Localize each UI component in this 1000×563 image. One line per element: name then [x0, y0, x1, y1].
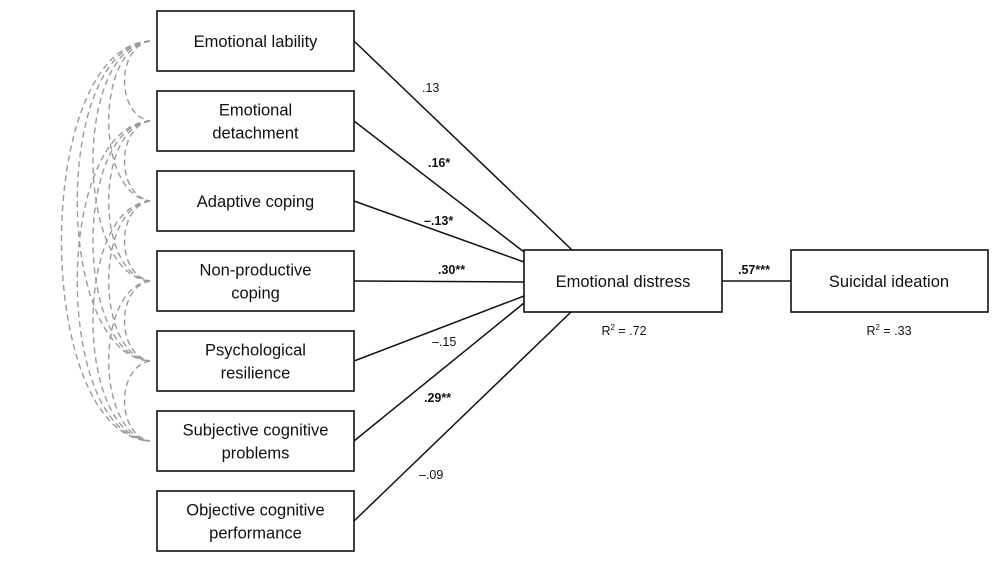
outcome-node: Suicidal ideation [790, 249, 989, 313]
predictor-box-objective-cognitive-performance [156, 490, 355, 552]
predictor-label-line: Objective cognitive [186, 502, 325, 520]
covariance-arc [92, 40, 151, 282]
covariance-arc [60, 40, 151, 442]
covariance-arc [108, 40, 151, 202]
path-non-productive-coping-to-mediator [353, 280, 525, 283]
covariance-arc [76, 120, 151, 442]
predictor-label-line: detachment [212, 125, 299, 143]
predictor-label-line: Subjective cognitive [183, 422, 329, 440]
predictor-label-emotional-detachment: Emotional detachment [212, 102, 299, 143]
predictor-box-psychological-resilience [156, 330, 355, 392]
path-emotional-lability-to-mediator [353, 40, 573, 251]
covariance-arc [76, 40, 151, 362]
coef-objective-cognitive-performance: –.09 [419, 468, 443, 482]
covariance-arcs [60, 40, 151, 442]
predictor-node-psychological-resilience: Psychological resilience [156, 330, 355, 392]
mediator-box [523, 249, 723, 313]
coef-adaptive-coping: –.13* [424, 214, 453, 228]
mediator-r-squared: R2 = .72 [601, 323, 646, 338]
coef-non-productive-coping: .30** [438, 263, 465, 277]
predictor-label-subjective-cognitive-problems: Subjective cognitive problems [183, 422, 329, 463]
predictor-label-line: problems [222, 445, 290, 463]
path-adaptive-coping-to-mediator [353, 200, 525, 263]
path-psychological-resilience-to-mediator [353, 295, 525, 362]
covariance-arc [92, 120, 151, 362]
mediator-node: Emotional distress [523, 249, 723, 313]
predictor-box-emotional-lability [156, 10, 355, 72]
predictor-node-objective-cognitive-performance: Objective cognitive performance [156, 490, 355, 552]
coef-emotional-detachment: .16* [428, 156, 450, 170]
outcome-label: Suicidal ideation [829, 273, 949, 291]
predictor-box-adaptive-coping [156, 170, 355, 232]
predictor-label-adaptive-coping: Adaptive coping [197, 193, 314, 211]
predictor-node-subjective-cognitive-problems: Subjective cognitive problems [156, 410, 355, 472]
covariance-arc [92, 200, 151, 442]
predictor-label-line: Emotional [219, 102, 292, 120]
predictor-label-line: resilience [221, 365, 291, 383]
coef-psychological-resilience: –.15 [432, 335, 456, 349]
outcome-box [790, 249, 989, 313]
predictor-node-emotional-lability: Emotional lability [156, 10, 355, 72]
predictor-node-emotional-detachment: Emotional detachment [156, 90, 355, 152]
predictor-node-adaptive-coping: Adaptive coping [156, 170, 355, 232]
coef-mediator-to-outcome: .57*** [738, 263, 770, 277]
coef-emotional-lability: .13 [422, 81, 439, 95]
path-objective-cognitive-performance-to-mediator [353, 311, 572, 522]
predictor-label-line: Adaptive coping [197, 193, 314, 211]
predictor-node-non-productive-coping: Non-productive coping [156, 250, 355, 312]
predictor-label-psychological-resilience: Psychological resilience [205, 342, 306, 383]
predictor-label-objective-cognitive-performance: Objective cognitive performance [186, 502, 325, 543]
covariance-arc [123, 360, 151, 442]
predictor-label-line: performance [209, 525, 302, 543]
coef-subjective-cognitive-problems: .29** [424, 391, 451, 405]
predictor-label-emotional-lability: Emotional lability [194, 33, 319, 51]
mediator-label: Emotional distress [556, 273, 691, 291]
covariance-arc [108, 120, 151, 282]
covariance-arc [123, 200, 151, 282]
covariance-arc [108, 280, 151, 442]
covariance-arc [123, 120, 151, 202]
covariance-arc [123, 280, 151, 362]
regression-paths: .13 .16* –.13* .30** –.15 .29** –.09 [353, 40, 791, 522]
covariance-arc [108, 200, 151, 362]
path-subjective-cognitive-problems-to-mediator [353, 302, 525, 442]
predictor-label-line: Emotional lability [194, 33, 319, 51]
outcome-r-squared: R2 = .33 [866, 323, 911, 338]
path-emotional-detachment-to-mediator [353, 120, 525, 253]
covariance-arc [123, 40, 151, 122]
predictor-label-line: Psychological [205, 342, 306, 360]
predictor-box-emotional-detachment [156, 90, 355, 152]
predictor-label-line: coping [231, 285, 280, 303]
predictor-box-non-productive-coping [156, 250, 355, 312]
predictor-box-subjective-cognitive-problems [156, 410, 355, 472]
predictor-label-line: Non-productive [200, 262, 312, 280]
predictor-label-non-productive-coping: Non-productive coping [200, 262, 312, 303]
